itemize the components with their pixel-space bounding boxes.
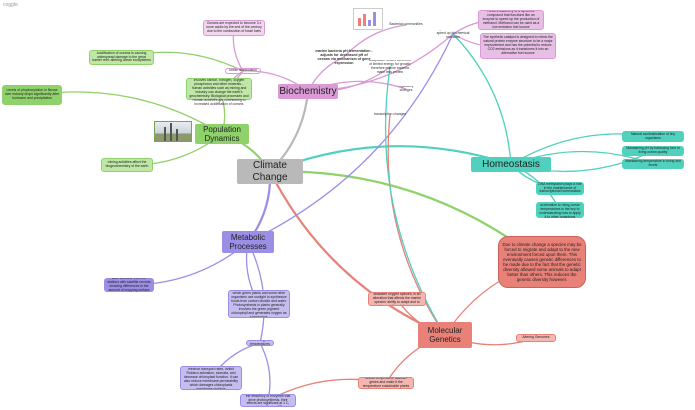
note-maintaining-ph[interactable]: Maintaining pH by balancing ions in livi… — [622, 146, 684, 156]
note-biogeochemistry[interactable]: Biogeochemistry: chemistry of the earth … — [186, 78, 252, 100]
hub-climate-change[interactable]: Climate Change — [237, 159, 303, 184]
edge-molgen-n15 — [387, 114, 446, 336]
note-marine-bacteria-ph[interactable]: marine bacteria pH fermentation - adjust… — [315, 49, 373, 65]
note-global-temperature-genes[interactable]: Global temperature stabilize genes and m… — [358, 377, 414, 389]
edge-n9-n8 — [343, 24, 407, 58]
chart-thumbnail-image — [353, 8, 383, 30]
note-enzymes[interactable]: Enzymes - molecules that speed up bioche… — [434, 30, 473, 38]
hub-molecular-genetics[interactable]: Molecular Genetics — [418, 322, 472, 348]
edge-climate-molgen — [268, 170, 447, 337]
note-rising-temperatures[interactable]: Rising temperatures — [246, 340, 274, 346]
power-station-image — [154, 121, 192, 142]
note-species-migration-genetic-diversity[interactable]: Due to climate change a species may be f… — [498, 236, 586, 288]
edge-homeo-n10 — [452, 33, 512, 166]
note-regulatory-changes[interactable]: regulatory changes — [398, 86, 414, 92]
note-ground-based-measurements[interactable]: ground based measurements, such as those… — [104, 278, 154, 292]
hub-biochemistry[interactable]: Biochemistry — [278, 84, 338, 99]
hub-population-dynamics[interactable]: Population Dynamics — [195, 124, 249, 144]
note-dna-methylation[interactable]: DNA methylation plays a role in the main… — [536, 182, 584, 195]
watermark: coggle — [3, 2, 18, 8]
note-human-acidification[interactable]: Human activities are contributing to inc… — [192, 99, 246, 106]
note-phosphorylation-neuse[interactable]: Levels of phophorylation in Neuse river … — [2, 85, 62, 105]
note-maintaining-temperature[interactable]: Maintaining temperature in rising sea le… — [622, 159, 684, 169]
note-synthetic-enzyme-methanol[interactable]: Recent discovery of a synthetic compound… — [478, 10, 544, 30]
note-enzyme-efficiency[interactable]: Rising temperatures can reduce the effic… — [240, 394, 296, 407]
note-mining-activities[interactable]: mining activities affect the biogeochemi… — [101, 158, 153, 172]
hub-homeostasis[interactable]: Homeostasis — [471, 157, 551, 172]
note-transcription-changes[interactable]: transcription changes — [373, 112, 407, 117]
edge-molgen-n13 — [384, 66, 446, 336]
edge-metab-n10 — [247, 33, 454, 243]
note-ocean-acidity[interactable]: Oceans are expected to become 3 x more a… — [203, 20, 265, 36]
note-great-barrier-reef[interactable]: Acidification of oceans is causing wides… — [89, 50, 154, 65]
note-ocean-acidification[interactable]: ocean acidification — [225, 68, 261, 74]
note-adaptation-energy-cost[interactable]: adaptation occurs as a cost of limited e… — [369, 60, 411, 74]
note-photosynthesis[interactable]: Photosynthesis is the process by which g… — [228, 290, 290, 318]
hub-metabolic-processes[interactable]: Metabolic Processes — [222, 231, 274, 253]
note-electron-transport-rubisco[interactable]: Rising temperatures can decrease electro… — [180, 366, 242, 390]
note-acidification-oxygen-species[interactable]: Acidification, or decreasing seawater ox… — [368, 292, 426, 306]
note-acclimatize-ocean-temps[interactable]: Anatomies that can acclimatize to rising… — [536, 202, 584, 218]
edge-n24-n29 — [259, 342, 271, 402]
note-bacterial-communities[interactable]: Bacterial communities — [389, 22, 423, 27]
note-natural-acclimatization[interactable]: Natural acclimatization of tiny organism… — [622, 131, 684, 142]
note-synthetic-catalyst-co2[interactable]: The synthetic catalyst is designed to mi… — [480, 33, 556, 59]
note-altering-genomes[interactable]: Altering Genomes — [516, 334, 556, 342]
